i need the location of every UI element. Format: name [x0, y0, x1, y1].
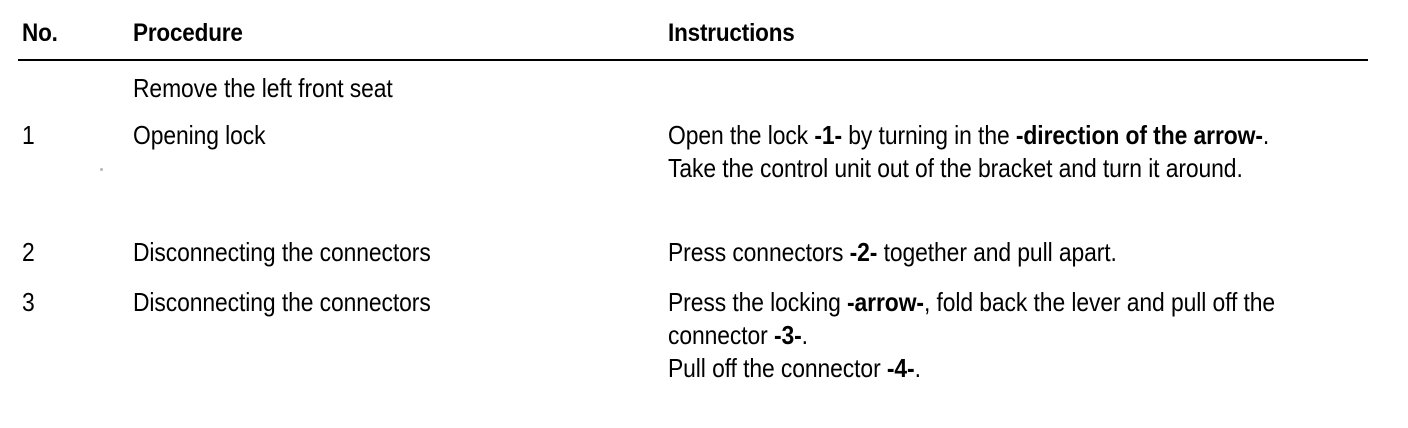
row-instructions: Press the locking -arrow-, fold back the…	[668, 287, 1276, 383]
scan-artifact-speck	[100, 168, 103, 171]
row-number: 3	[22, 287, 35, 317]
column-header-no: No.	[22, 19, 58, 47]
column-header-procedure: Procedure	[133, 19, 243, 47]
row-instructions: Press connectors -2- together and pull a…	[668, 237, 1117, 267]
row-instructions: Open the lock -1- by turning in the -dir…	[668, 120, 1270, 183]
row-procedure: Remove the left front seat	[133, 73, 393, 103]
row-number: 2	[22, 237, 35, 267]
column-header-instructions: Instructions	[668, 19, 795, 47]
row-number: 1	[22, 120, 35, 150]
row-procedure: Opening lock	[133, 120, 266, 150]
row-procedure: Disconnecting the connectors	[133, 287, 431, 317]
row-procedure: Disconnecting the connectors	[133, 237, 431, 267]
table-header-row: No. Procedure Instructions	[0, 18, 1408, 60]
header-divider-rule	[18, 59, 1368, 61]
